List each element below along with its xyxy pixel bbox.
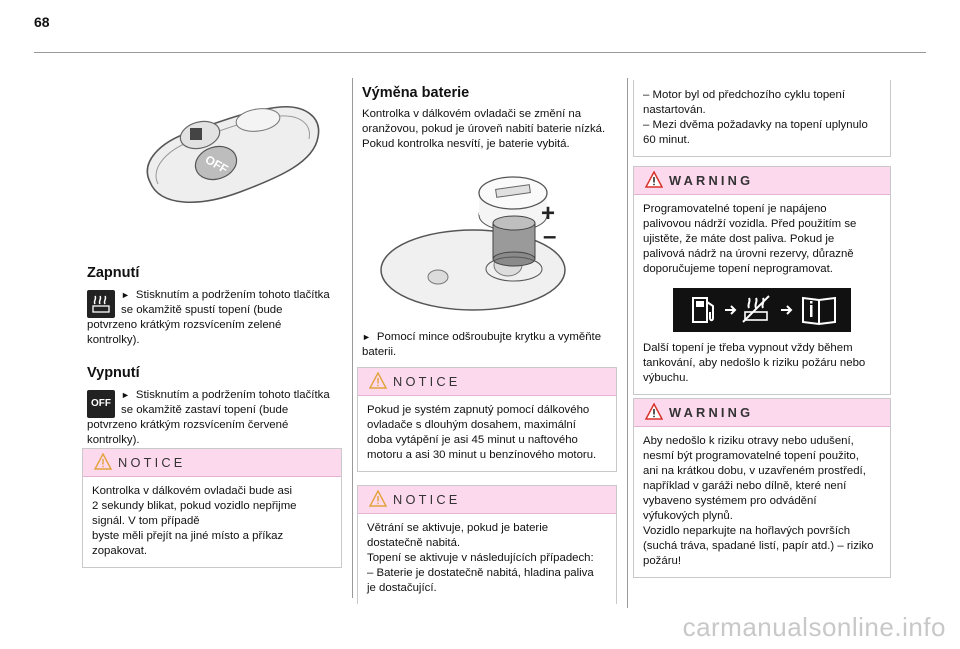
svg-text:–: – — [543, 223, 556, 250]
warning-triangle-icon — [369, 372, 387, 389]
notice-text: dostatečně nabitá. — [367, 537, 461, 549]
warning-triangle-icon — [94, 453, 112, 470]
continuation-box: – Motor byl od předchozího cyklu topení … — [633, 80, 891, 157]
section-title-vypnuti: Vypnutí — [87, 365, 140, 381]
warning-triangle-icon — [645, 403, 663, 420]
section-title-zapnuti: Zapnutí — [87, 265, 140, 281]
warning-text: Programovatelné topení je napájeno — [643, 203, 827, 215]
notice-text: ovladače s dlouhým dosahem, maximální — [367, 419, 576, 431]
section-title-battery: Výměna baterie — [362, 85, 470, 101]
notice-text: doba vytápění je asi 45 minut u naftovéh… — [367, 434, 578, 446]
warning-box: WARNING Programovatelné topení je napáje… — [633, 166, 891, 395]
warning-text: požáru! — [643, 555, 681, 567]
refuel-heater-off-strip — [673, 288, 851, 332]
warning-text: například v garáži nebo dílně, které nen… — [643, 480, 847, 492]
heating-on-icon — [87, 290, 115, 318]
fuel-pump-icon — [692, 297, 714, 323]
arrow-icon: ► — [121, 390, 130, 400]
zapnuti-text: Stisknutím a podržením tohoto tlačítka — [135, 289, 330, 301]
warning-text: palivovou nádrží vozidla. Před použitím … — [643, 218, 857, 230]
notice-text: byste měli přejít na jiné místo a příkaz — [92, 530, 284, 542]
warning-triangle-icon — [645, 171, 663, 188]
continuation-text: 60 minut. — [643, 134, 690, 146]
arrow-icon — [725, 305, 737, 315]
battery-replacement-illustration: + – — [378, 165, 578, 315]
warning-text: výbuchu. — [643, 372, 689, 384]
warning-text: (suchá tráva, spadané listí, papír atd.)… — [643, 540, 874, 552]
column-divider — [352, 78, 353, 598]
notice-text: Větrání se aktivuje, pokud je baterie — [367, 522, 549, 534]
notice-text: motoru a asi 30 minut u benzínového moto… — [367, 449, 597, 461]
continuation-text: – Motor byl od předchozího cyklu topení — [643, 89, 845, 101]
notice-title: NOTICE — [393, 374, 461, 389]
column-divider — [627, 78, 628, 608]
page-number: 68 — [34, 14, 50, 30]
battery-text: oranžovou, pokud je úroveň nabití bateri… — [362, 123, 606, 135]
watermark: carmanualsonline.info — [682, 612, 946, 642]
heater-off-icon — [742, 295, 770, 323]
warning-text: výfukových plynů. — [643, 510, 733, 522]
header-rule — [34, 52, 926, 53]
warning-text: tankování, aby nedošlo k riziku požáru n… — [643, 357, 866, 369]
continuation-text: – Mezi dvěma požadavky na topení uplynul… — [643, 119, 868, 131]
arrow-icon: ► — [362, 332, 371, 342]
heating-off-icon: OFF — [87, 390, 115, 418]
notice-text: – Baterie je dostatečně nabitá, hladina … — [367, 567, 594, 579]
notice-text: Pokud je systém zapnutý pomocí dálkového — [367, 404, 590, 416]
notice-title: NOTICE — [118, 455, 186, 470]
notice-text: je dostačující. — [367, 582, 437, 594]
notice-title: NOTICE — [393, 492, 461, 507]
battery-text: Kontrolka v dálkovém ovladači se změní n… — [362, 108, 582, 120]
zapnuti-text: kontrolky). — [87, 334, 140, 346]
remote-control-illustration: OFF — [130, 92, 330, 222]
warning-title: WARNING — [669, 173, 754, 188]
battery-text: Pokud kontrolka nesvítí, je baterie vybi… — [362, 138, 570, 150]
vypnuti-text: Stisknutím a podržením tohoto tlačítka — [135, 389, 330, 401]
vypnuti-text: potvrzeno krátkým rozsvícením červené — [87, 419, 289, 431]
vypnuti-text: kontrolky). — [87, 434, 140, 446]
warning-text: Vozidlo neparkujte na hořlavých površích — [643, 525, 851, 537]
notice-text: signál. V tom případě — [92, 515, 200, 527]
battery-step-text: Pomocí mince odšroubujte krytku a vyměňt… — [376, 331, 602, 343]
notice-text: zopakovat. — [92, 545, 148, 557]
warning-text: Aby nedošlo k riziku otravy nebo udušení… — [643, 435, 854, 447]
vypnuti-text: se okamžitě zastaví topení (bude — [121, 404, 289, 416]
notice-text: 2 sekundy blikat, pokud vozidlo nepřijme — [92, 500, 297, 512]
notice-box: NOTICE Větrání se aktivuje, pokud je bat… — [357, 485, 617, 604]
warning-text: ani na krátkou dobu, v uzavřeném prostře… — [643, 465, 866, 477]
warning-text: palivová nádrž na úrovni rezervy, důrazn… — [643, 248, 854, 260]
battery-step-text: baterii. — [362, 346, 397, 358]
arrow-icon — [781, 305, 793, 315]
zapnuti-text: potvrzeno krátkým rozsvícením zelené — [87, 319, 282, 331]
warning-text: vybaveno systémem pro odvádění — [643, 495, 817, 507]
svg-text:+: + — [541, 200, 555, 227]
warning-triangle-icon — [369, 490, 387, 507]
manual-book-icon — [802, 296, 836, 326]
notice-text: Topení se aktivuje v následujících přípa… — [367, 552, 594, 564]
notice-text: Kontrolka v dálkovém ovladači bude asi — [92, 485, 293, 497]
warning-text: nesmí být programovatelné topení použito… — [643, 450, 859, 462]
warning-box: WARNING Aby nedošlo k riziku otravy nebo… — [633, 398, 891, 578]
zapnuti-text: se okamžitě spustí topení (bude — [121, 304, 283, 316]
warning-text: Další topení je třeba vypnout vždy během — [643, 342, 853, 354]
warning-text: ujistěte, že máte dost paliva. Pokud je — [643, 233, 835, 245]
warning-title: WARNING — [669, 405, 754, 420]
notice-box: NOTICE Kontrolka v dálkovém ovladači bud… — [82, 448, 342, 568]
arrow-icon: ► — [121, 290, 130, 300]
warning-text: doporučujeme topení neprogramovat. — [643, 263, 833, 275]
continuation-text: nastartován. — [643, 104, 706, 116]
notice-box: NOTICE Pokud je systém zapnutý pomocí dá… — [357, 367, 617, 472]
